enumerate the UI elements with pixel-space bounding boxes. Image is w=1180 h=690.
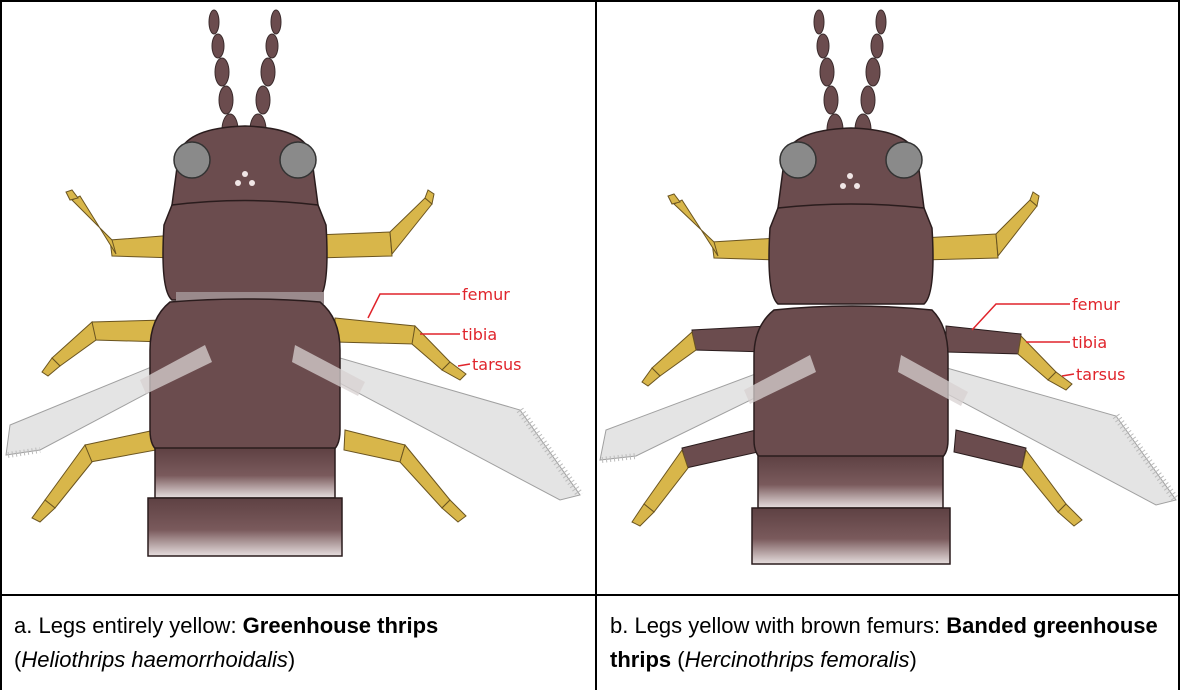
thrips-a-svg: femur tibia tarsus — [0, 0, 596, 595]
thrips-body — [752, 128, 950, 564]
caption-a-close-paren: ) — [288, 647, 295, 672]
caption-a: a. Legs entirely yellow: Greenhouse thri… — [14, 609, 584, 677]
antenna-right — [855, 10, 886, 146]
label-tibia: tibia — [1072, 333, 1107, 352]
border-center — [595, 0, 597, 690]
caption-b-prefix: b. Legs yellow with brown femurs: — [610, 613, 946, 638]
border-middle — [0, 594, 1180, 596]
eye-left — [174, 142, 210, 178]
thrips-body — [148, 126, 342, 556]
ocellus — [249, 180, 255, 186]
caption-a-scientific-name: Heliothrips haemorrhoidalis — [21, 647, 288, 672]
caption-b-close-paren: ) — [910, 647, 917, 672]
label-femur: femur — [462, 285, 510, 304]
label-tarsus: tarsus — [1076, 365, 1125, 384]
ocellus — [840, 183, 846, 189]
ocellus — [854, 183, 860, 189]
antenna-left — [814, 10, 843, 146]
eye-right — [886, 142, 922, 178]
panel-b-illustration: femur tibia tarsus — [596, 0, 1180, 595]
eye-left — [780, 142, 816, 178]
caption-a-prefix: a. Legs entirely yellow: — [14, 613, 243, 638]
border-left — [0, 0, 2, 690]
eye-right — [280, 142, 316, 178]
caption-a-common-name: Greenhouse thrips — [243, 613, 439, 638]
caption-b: b. Legs yellow with brown femurs: Banded… — [610, 609, 1170, 677]
panel-a-illustration: femur tibia tarsus — [0, 0, 596, 595]
label-femur: femur — [1072, 295, 1120, 314]
ocellus — [847, 173, 853, 179]
thrips-b-svg: femur tibia tarsus — [596, 0, 1180, 595]
border-top — [0, 0, 1180, 2]
caption-b-open-paren: ( — [671, 647, 684, 672]
label-tibia: tibia — [462, 325, 497, 344]
ocellus — [242, 171, 248, 177]
label-tarsus: tarsus — [472, 355, 521, 374]
caption-b-scientific-name: Hercinothrips femoralis — [685, 647, 910, 672]
antenna-left — [209, 10, 238, 146]
ocellus — [235, 180, 241, 186]
antenna-right — [250, 10, 281, 146]
